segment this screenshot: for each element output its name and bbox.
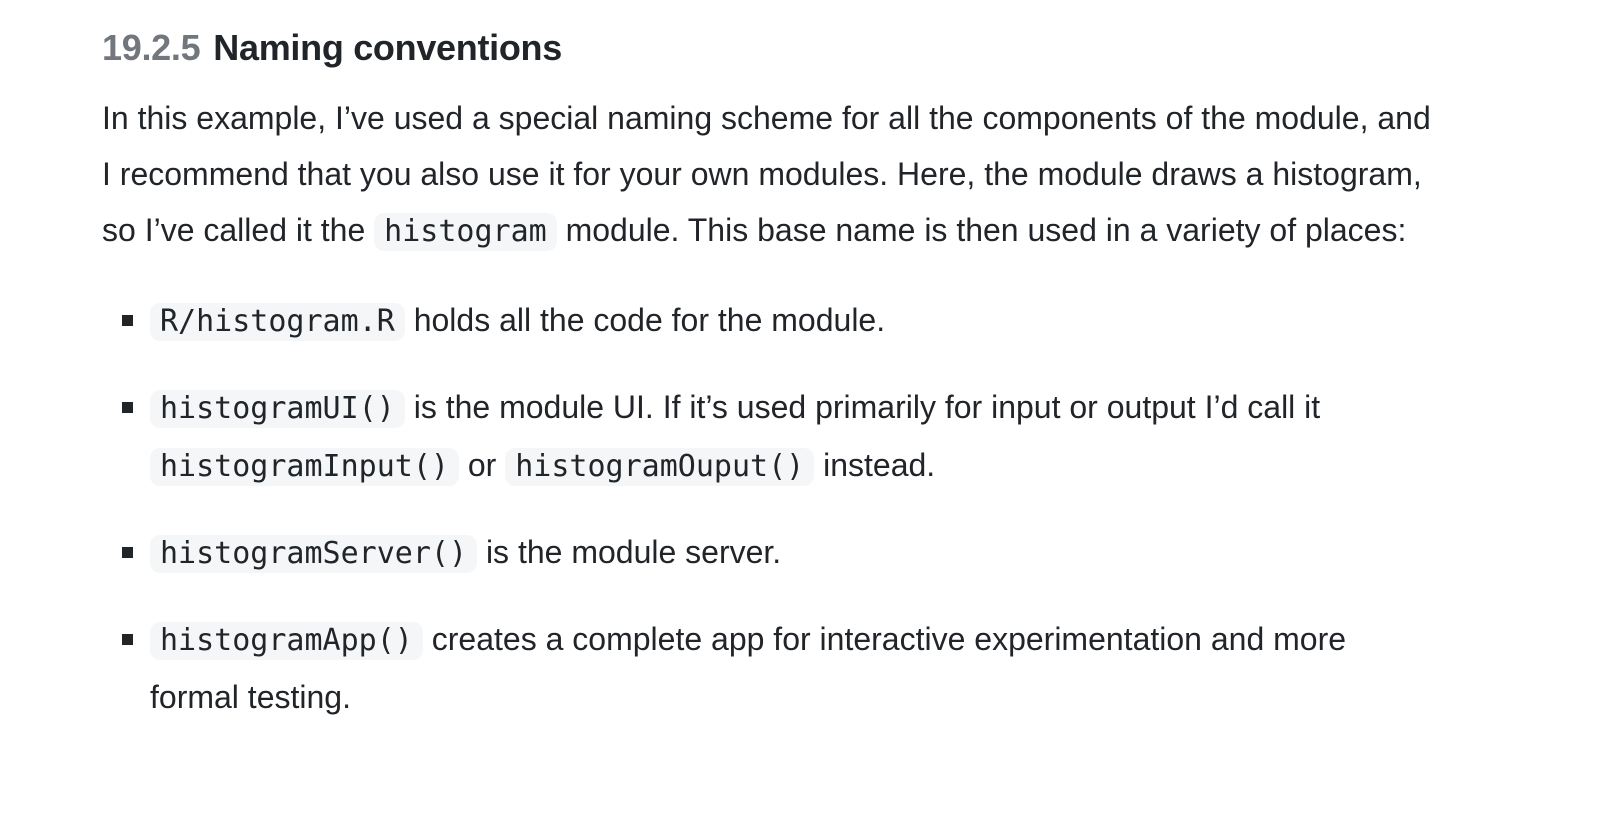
text-segment: is the module UI. If it’s used primarily…: [404, 389, 1321, 425]
inline-code: R/histogram.R: [150, 303, 405, 341]
section-heading: 19.2.5 Naming conventions: [102, 26, 1440, 70]
list-item: R/histogram.R holds all the code for the…: [102, 292, 1440, 350]
section-title: Naming conventions: [213, 27, 562, 68]
bullet-square-icon: [122, 547, 133, 558]
text-segment: module. This base name is then used in a…: [556, 212, 1407, 248]
text-segment: instead.: [814, 447, 936, 483]
text-segment: creates a complete app for interactive e…: [150, 621, 1347, 715]
text-segment: holds all the code for the module.: [404, 302, 886, 338]
inline-code: histogramApp(): [150, 622, 423, 660]
text-segment: or: [458, 447, 506, 483]
bullet-square-icon: [122, 315, 133, 326]
intro-paragraph: In this example, I’ve used a special nam…: [102, 90, 1440, 260]
section-number: 19.2.5: [102, 27, 201, 68]
inline-code: histogramInput(): [150, 448, 459, 486]
naming-conventions-list: R/histogram.R holds all the code for the…: [102, 292, 1440, 726]
bullet-square-icon: [122, 634, 133, 645]
inline-code: histogramOuput(): [505, 448, 815, 486]
bullet-square-icon: [122, 402, 133, 413]
inline-code: histogram: [374, 213, 557, 251]
list-item: histogramServer() is the module server.: [102, 524, 1440, 582]
list-item: histogramApp() creates a complete app fo…: [102, 611, 1440, 726]
text-segment: is the module server.: [477, 534, 782, 570]
inline-code: histogramServer(): [150, 535, 478, 573]
text-segment: In this example, I’ve used a special nam…: [102, 100, 1431, 248]
doc-content: 19.2.5 Naming conventions In this example…: [102, 26, 1440, 726]
list-item: histogramUI() is the module UI. If it’s …: [102, 379, 1440, 495]
inline-code: histogramUI(): [150, 390, 405, 428]
